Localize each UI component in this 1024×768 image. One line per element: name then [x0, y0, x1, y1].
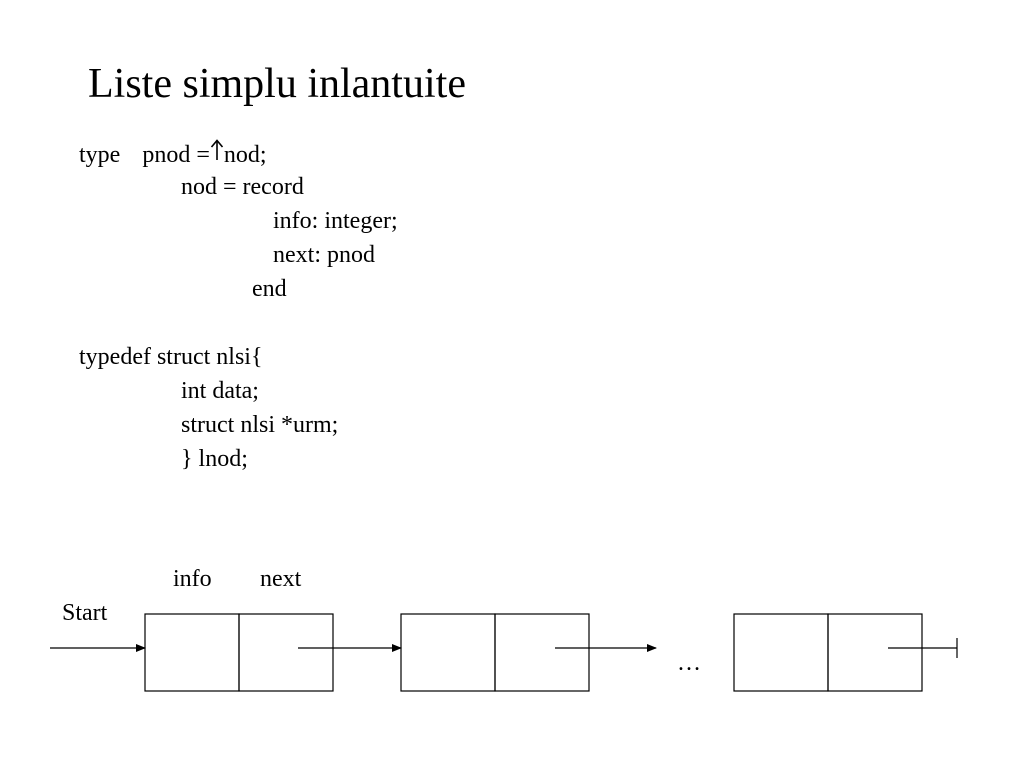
pascal-pnod-decl: pnod =	[142, 142, 210, 168]
node-last-next-cell	[827, 613, 923, 692]
c-line-4: } lnod;	[181, 446, 248, 472]
node-last-info-cell	[733, 613, 829, 692]
list-node-2	[400, 613, 590, 692]
field-label-info: info	[173, 566, 212, 592]
c-line-1: typedef struct nlsi{	[79, 344, 263, 370]
node-1-info-cell	[144, 613, 240, 692]
start-label: Start	[62, 600, 108, 626]
pascal-line-2: nod = record	[181, 174, 304, 200]
null-pointer-terminator	[888, 638, 958, 658]
list-node-last	[733, 613, 923, 692]
pascal-line-1: type pnod = nod;	[79, 138, 267, 170]
node-2-info-cell	[400, 613, 496, 692]
node-1-next-cell	[238, 613, 334, 692]
list-node-1	[144, 613, 334, 692]
node-2-next-cell	[494, 613, 590, 692]
pascal-line-3: info: integer;	[273, 208, 398, 234]
page-title: Liste simplu inlantuite	[88, 61, 466, 107]
ellipsis-label: …	[677, 650, 701, 676]
pascal-type-keyword: type	[79, 142, 121, 168]
c-line-3: struct nlsi *urm;	[181, 412, 339, 438]
c-line-2: int data;	[181, 378, 259, 404]
pointer-up-arrow-icon	[210, 138, 224, 162]
pascal-line-5: end	[252, 276, 287, 302]
pascal-nod-ref: nod;	[223, 142, 267, 168]
pascal-line-4: next: pnod	[273, 242, 375, 268]
field-label-next: next	[260, 566, 302, 592]
